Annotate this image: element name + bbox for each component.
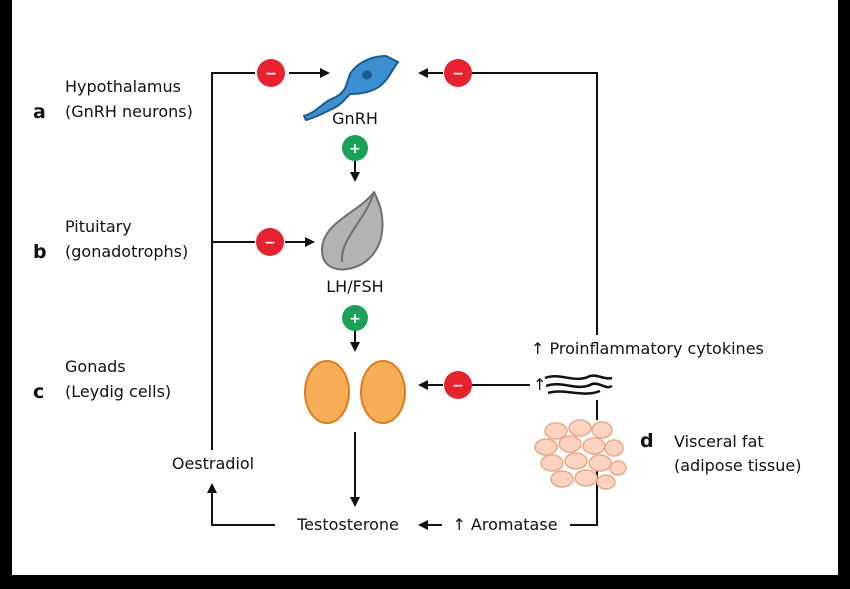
inhibit-badge-pituitary: − bbox=[256, 228, 284, 256]
obscured-label-prefix: ↑ bbox=[533, 375, 546, 394]
svg-text:−: − bbox=[452, 378, 464, 394]
inhibit-badge-gonads: − bbox=[444, 371, 472, 399]
hypothalamus-label: Hypothalamus bbox=[65, 77, 181, 96]
scribble-redaction bbox=[544, 374, 613, 395]
level-letter-c: c bbox=[33, 381, 44, 403]
aromatase-label: ↑ Aromatase bbox=[452, 515, 557, 534]
svg-text:−: − bbox=[265, 66, 277, 82]
level-letter-a: a bbox=[33, 101, 46, 123]
feedback-line-to-hypothalamus bbox=[211, 72, 255, 450]
testosterone-label: Testosterone bbox=[296, 515, 399, 534]
adipose-tissue-label: (adipose tissue) bbox=[674, 456, 801, 475]
gonadotrophs-label: (gonadotrophs) bbox=[65, 242, 188, 261]
inhibit-badge-hypothalamus-right: − bbox=[444, 59, 472, 87]
gonads-icon bbox=[304, 360, 406, 424]
diagram-panel bbox=[12, 0, 838, 575]
cytokine-line-to-hypothalamus bbox=[472, 72, 598, 335]
level-b-label: b Pituitary (gonadotrophs) bbox=[33, 217, 188, 263]
pituitary-label: Pituitary bbox=[65, 217, 132, 236]
stimulate-badge-lhfsh: + bbox=[342, 305, 368, 331]
proinflammatory-cytokines-label: ↑ Proinflammatory cytokines bbox=[531, 339, 764, 358]
gnrh-neuron-icon bbox=[303, 55, 399, 121]
pituitary-gland-icon bbox=[321, 191, 384, 271]
svg-text:−: − bbox=[452, 66, 464, 82]
level-a-label: a Hypothalamus (GnRH neurons) bbox=[33, 77, 193, 123]
svg-text:+: + bbox=[349, 311, 361, 327]
inhibit-badge-hypothalamus-left: − bbox=[257, 59, 285, 87]
level-d-label: d Visceral fat (adipose tissue) bbox=[640, 430, 801, 475]
level-letter-d: d bbox=[640, 430, 654, 452]
arrow-testosterone-to-oestradiol bbox=[207, 483, 275, 526]
visceral-fat-label: Visceral fat bbox=[674, 432, 764, 451]
svg-text:−: − bbox=[264, 235, 276, 251]
leydig-cells-label: (Leydig cells) bbox=[65, 382, 171, 401]
gonads-label: Gonads bbox=[65, 357, 126, 376]
obscured-label: ↑ bbox=[533, 374, 613, 395]
lhfsh-label: LH/FSH bbox=[326, 277, 383, 296]
stimulate-badge-gnrh: + bbox=[342, 135, 368, 161]
aromatase-line bbox=[570, 470, 598, 526]
level-c-label: c Gonads (Leydig cells) bbox=[33, 357, 171, 403]
gnrh-label: GnRH bbox=[332, 109, 378, 128]
adipose-feedback-loop bbox=[418, 68, 598, 530]
gnrh-neurons-label: (GnRH neurons) bbox=[65, 102, 193, 121]
oestradiol-feedback-loop bbox=[207, 68, 330, 526]
svg-text:+: + bbox=[349, 141, 361, 157]
oestradiol-label: Oestradiol bbox=[172, 454, 254, 473]
visceral-fat-icon bbox=[534, 419, 627, 490]
level-letter-b: b bbox=[33, 241, 47, 263]
